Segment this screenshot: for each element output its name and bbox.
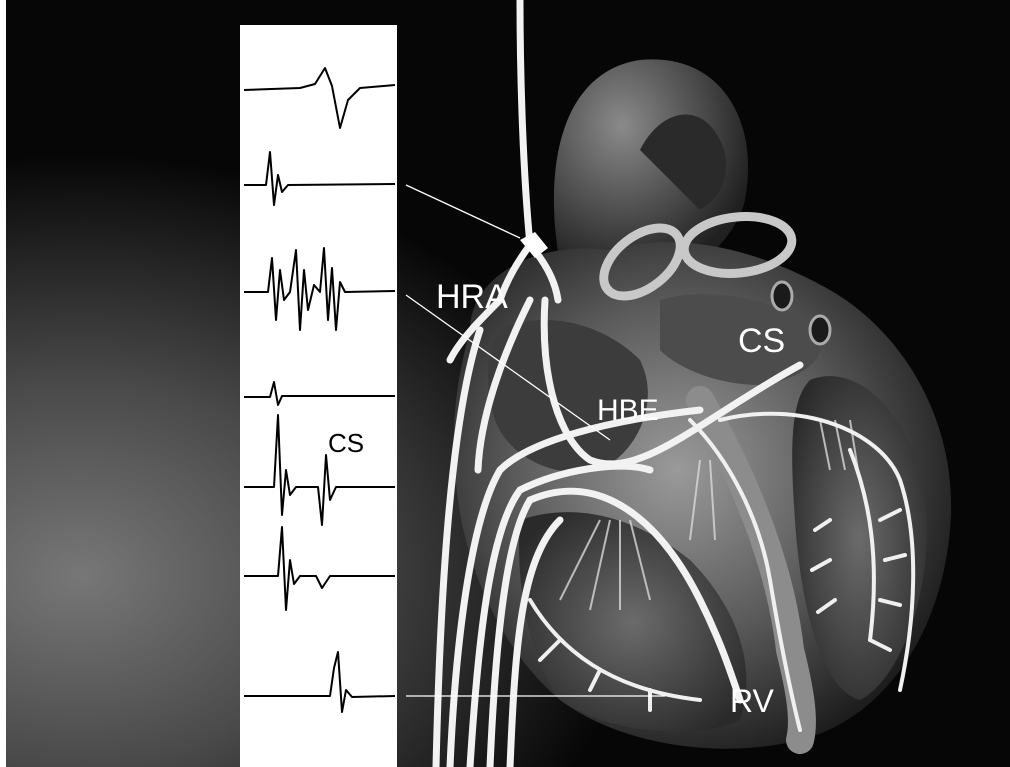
pulmonary-vein-opening (772, 282, 792, 310)
pulmonary-vein-opening (810, 316, 830, 344)
rv-label: RV (730, 683, 775, 719)
hra-label: HRA (436, 278, 508, 316)
electrogram-panel (240, 25, 397, 767)
hbe-label: HBE (597, 394, 659, 427)
left-border (0, 0, 6, 767)
cs-label: CS (738, 322, 785, 360)
cs-trace-label: CS (328, 428, 364, 458)
